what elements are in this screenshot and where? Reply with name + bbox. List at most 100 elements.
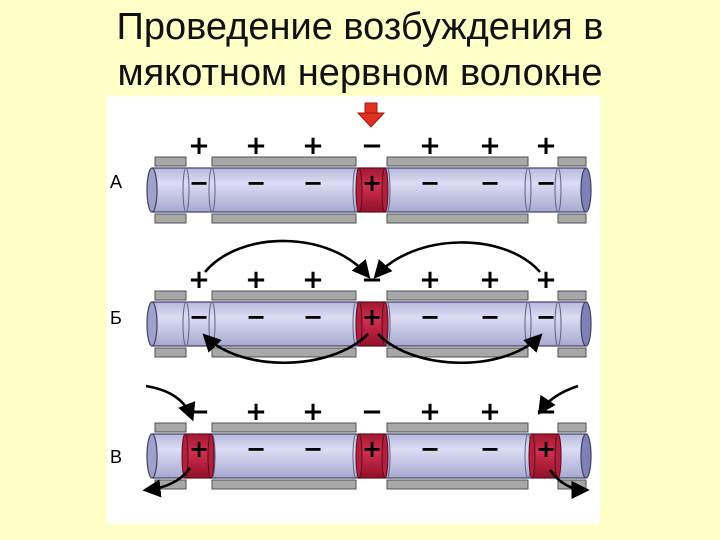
current-arrow-icon: [204, 239, 371, 279]
myelin-bottom: [154, 347, 187, 358]
outer-charge-sign: +: [188, 265, 210, 295]
inner-charge-sign: +: [189, 435, 209, 463]
current-arrow-icon: [373, 241, 541, 279]
outer-charge-sign: −: [361, 265, 383, 295]
inner-charge-sign: −: [246, 303, 266, 331]
axon-left-end: [146, 167, 158, 213]
current-arrow-icon: [142, 467, 192, 498]
myelin-top: [386, 290, 529, 301]
active-node-edge: [181, 433, 189, 479]
active-node-edge: [381, 433, 389, 479]
myelin-top: [154, 156, 187, 167]
axon-right-end: [580, 433, 592, 479]
active-node-edge: [381, 167, 389, 213]
myelin-top: [211, 290, 357, 301]
myelin-top: [557, 422, 587, 433]
inner-charge-sign: −: [536, 303, 556, 331]
inner-charge-sign: −: [480, 303, 500, 331]
outer-charge-sign: −: [361, 131, 383, 161]
node-ring: [524, 167, 532, 213]
inner-charge-sign: −: [420, 303, 440, 331]
current-arrow-icon: [548, 469, 590, 500]
outer-charge-sign: +: [302, 397, 324, 427]
row-label: А: [110, 172, 122, 192]
current-arrow-icon: [202, 333, 369, 365]
myelin-top: [557, 156, 587, 167]
active-node-edge: [355, 433, 363, 479]
axon-left-end: [146, 301, 158, 347]
inner-charge-sign: −: [420, 435, 440, 463]
outer-charge-sign: +: [302, 131, 324, 161]
current-arrow-icon: [377, 333, 543, 365]
outer-charge-sign: +: [479, 131, 501, 161]
myelin-top: [154, 422, 187, 433]
fiber-row-1: +++−+++−−−+−−−А: [110, 131, 592, 224]
active-node-edge: [207, 433, 215, 479]
outer-charge-sign: −: [361, 397, 383, 427]
inner-charge-sign: −: [303, 303, 323, 331]
myelin-top: [386, 156, 529, 167]
outer-charge-sign: −: [188, 397, 210, 427]
inner-charge-sign: −: [246, 169, 266, 197]
outer-charge-sign: +: [245, 131, 267, 161]
myelin-bottom: [154, 213, 187, 224]
axon-left-end: [146, 433, 158, 479]
current-arrows: [202, 239, 543, 365]
node-ring: [208, 167, 216, 213]
inner-charge-sign: −: [246, 435, 266, 463]
current-arrow-icon: [537, 384, 579, 416]
active-node-edge: [528, 433, 536, 479]
inner-charge-sign: +: [362, 169, 382, 197]
myelin-bottom: [386, 479, 529, 490]
outer-charge-sign: +: [535, 131, 557, 161]
title-line-2: мякотном нервном волокне: [117, 52, 603, 94]
axon-right-end: [580, 167, 592, 213]
myelin-bottom: [557, 347, 587, 358]
current-arrows: [142, 384, 590, 500]
node-ring: [182, 301, 190, 347]
myelin-top: [211, 422, 357, 433]
outer-charge-sign: +: [479, 265, 501, 295]
row-label: В: [110, 447, 122, 467]
stimulus-arrow-icon: [356, 102, 386, 128]
myelin-top: [386, 422, 529, 433]
node-ring: [182, 167, 190, 213]
outer-charge-sign: +: [419, 131, 441, 161]
active-node-edge: [355, 167, 363, 213]
inner-charge-sign: −: [189, 169, 209, 197]
node-ring: [554, 301, 562, 347]
inner-charge-sign: +: [362, 303, 382, 331]
title-line-1: Проведение возбуждения в: [116, 6, 604, 48]
inner-charge-sign: −: [536, 169, 556, 197]
current-arrow-icon: [145, 384, 196, 422]
myelin-bottom: [557, 213, 587, 224]
axon-right-end: [580, 301, 592, 347]
outer-charge-sign: +: [188, 131, 210, 161]
outer-charge-sign: +: [419, 397, 441, 427]
inner-charge-sign: −: [189, 303, 209, 331]
active-node: [358, 433, 386, 479]
outer-charge-sign: −: [535, 397, 557, 427]
outer-charge-sign: +: [535, 265, 557, 295]
node-ring: [554, 167, 562, 213]
myelin-bottom: [386, 213, 529, 224]
row-label: Б: [110, 308, 122, 328]
outer-charge-sign: +: [245, 397, 267, 427]
fiber-row-3: −++−++−+−−+−−+В: [110, 384, 592, 500]
myelin-bottom: [211, 213, 357, 224]
myelin-bottom: [211, 479, 357, 490]
active-node: [531, 433, 559, 479]
outer-charge-sign: +: [479, 397, 501, 427]
slide-title: Проведение возбуждения в мякотном нервно…: [0, 4, 720, 96]
inner-charge-sign: −: [303, 435, 323, 463]
myelin-top: [211, 156, 357, 167]
inner-charge-sign: +: [536, 435, 556, 463]
inner-charge-sign: −: [303, 169, 323, 197]
myelin-top: [154, 290, 187, 301]
fiber-row-2: +++−+++−−−+−−−Б: [110, 239, 592, 365]
myelin-top: [557, 290, 587, 301]
inner-charge-sign: −: [420, 169, 440, 197]
inner-charge-sign: −: [480, 435, 500, 463]
active-node-edge: [381, 301, 389, 347]
